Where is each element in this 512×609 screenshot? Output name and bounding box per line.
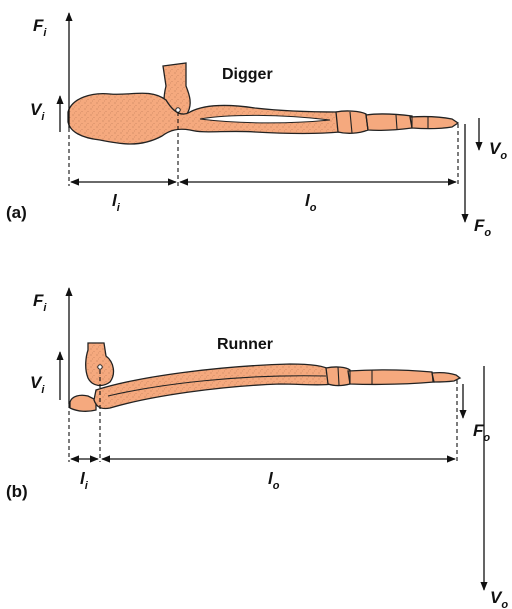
digger-fi-label: Fi	[33, 16, 47, 39]
runner-fi-label: Fi	[33, 291, 47, 314]
digger-title: Digger	[222, 66, 273, 83]
runner-vo-label: Vo	[490, 588, 508, 609]
digger-vi-label: Vi	[30, 100, 45, 123]
panel-digger: Digger (a) Fi Vi Vo Fo li lo	[6, 13, 507, 239]
digger-vo-label: Vo	[489, 139, 507, 162]
panel-runner: Runner (b) Fi Vi Fo Vo li lo	[6, 288, 508, 609]
runner-li-label: li	[80, 469, 89, 492]
panel-a-tag: (a)	[6, 203, 27, 222]
panel-b-tag: (b)	[6, 482, 28, 501]
runner-lo-label: lo	[268, 469, 280, 492]
runner-fo-label: Fo	[473, 421, 490, 444]
digger-lo-label: lo	[305, 191, 317, 214]
runner-title: Runner	[217, 336, 273, 353]
digger-fo-label: Fo	[474, 216, 491, 239]
runner-forelimb-bones	[70, 343, 460, 411]
runner-vi-label: Vi	[30, 373, 45, 396]
digger-li-label: li	[112, 191, 121, 214]
